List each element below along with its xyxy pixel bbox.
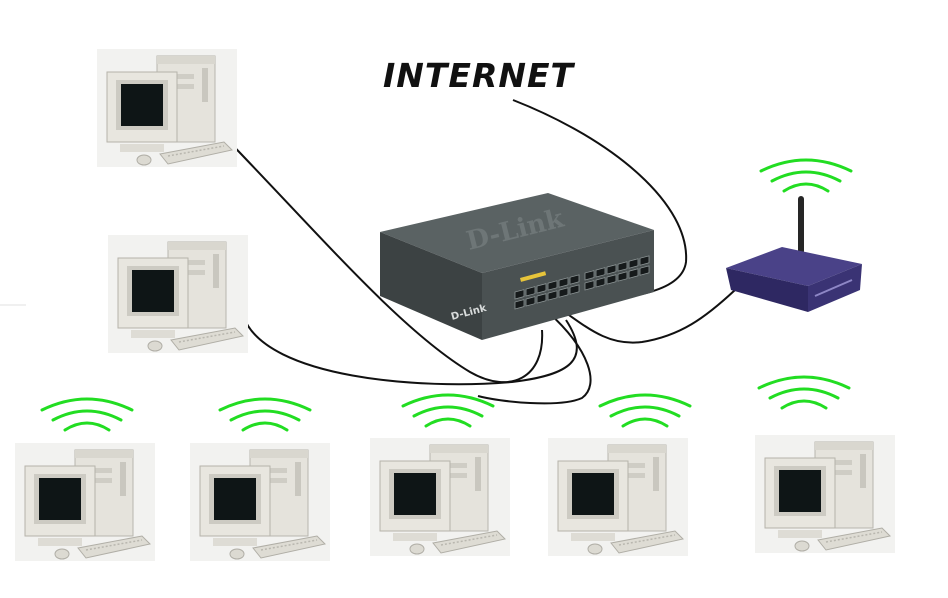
computer-top-left [96,48,238,168]
wireless-waves-1 [40,397,134,432]
computer-bottom-3 [369,437,511,557]
cable-router [561,289,736,344]
switch-ports [514,255,650,310]
cable-pc2 [243,317,578,386]
wireless-waves-4 [598,393,692,428]
wireless-waves-5 [757,375,851,410]
computer-bottom-5 [754,434,896,554]
network-switch: D-Link D-Link [380,193,654,340]
computer-bottom-4 [547,437,689,557]
switch-model-tag [520,271,547,282]
cable-switch-loop [477,311,592,405]
internet-label: INTERNET [383,56,575,95]
cable-pc1 [217,129,544,383]
computer-bottom-2 [189,442,331,562]
wireless-router [726,196,862,312]
wireless-waves-router [759,158,853,193]
computer-middle-left [107,234,249,354]
wireless-waves-3 [401,393,495,428]
router-antenna [798,196,804,254]
wireless-waves-2 [218,397,312,432]
computer-bottom-1 [14,442,156,562]
